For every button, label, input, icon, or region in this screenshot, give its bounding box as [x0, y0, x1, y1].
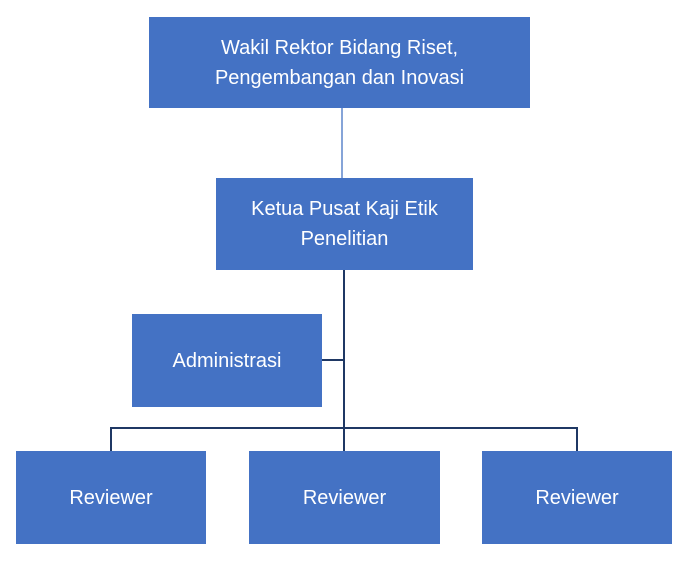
node-wakil-rektor-line-2: Pengembangan dan Inovasi — [214, 66, 465, 89]
node-administrasi-label: Administrasi — [172, 349, 282, 372]
node-reviewer-1-label: Reviewer — [69, 486, 153, 509]
node-reviewer-2-label: Reviewer — [302, 486, 387, 509]
node-administrasi: Administrasi — [132, 314, 322, 407]
node-reviewer-3-label: Reviewer — [535, 486, 619, 509]
node-wakil-rektor-line-1: Wakil Rektor Bidang Riset, — [220, 36, 459, 59]
node-ketua-line-2: Penelitian — [300, 228, 389, 250]
node-reviewer-3: Reviewer — [482, 451, 672, 544]
node-reviewer-1: Reviewer — [16, 451, 206, 544]
node-ketua-pusat-kaji-etik: Ketua Pusat Kaji Etik Penelitian — [216, 178, 473, 270]
node-reviewer-2: Reviewer — [249, 451, 440, 544]
node-wakil-rektor: Wakil Rektor Bidang Riset, Pengembangan … — [149, 17, 530, 108]
node-ketua-line-1: Ketua Pusat Kaji Etik — [251, 198, 438, 220]
